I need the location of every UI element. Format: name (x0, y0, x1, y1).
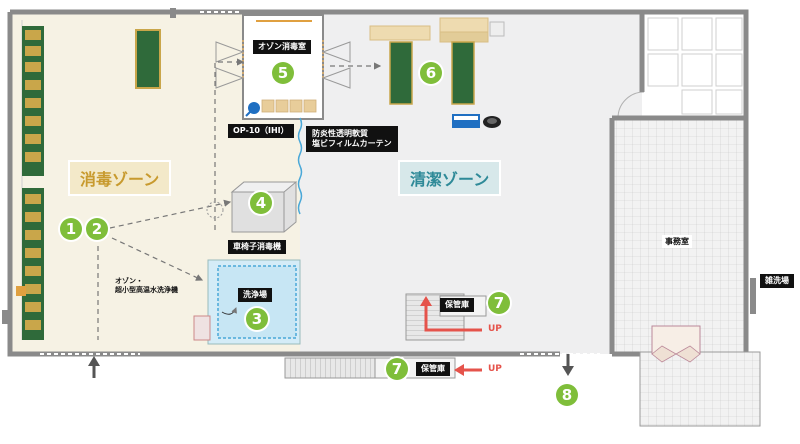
marker-7-lower: 7 (386, 358, 408, 380)
storage-lower-label: 保管庫 (416, 362, 450, 376)
curtain-label: 防炎性透明軟質 塩ビフィルムカーテン (306, 126, 398, 152)
ozone-washer-label: オゾン・ 超小型高温水洗浄機 (112, 276, 181, 296)
ozone-washer-label-line1: オゾン・ (115, 277, 143, 285)
clean-zone-shelves (369, 17, 505, 105)
lower-stairs (284, 357, 376, 379)
marker-1: 1 (60, 218, 82, 240)
marker-3: 3 (246, 308, 268, 330)
left-shelves (16, 26, 44, 340)
curtain-line (297, 117, 303, 215)
ozone-washer-device (193, 315, 211, 341)
disinfection-center-shelf (135, 29, 161, 89)
up-arrow-upper (424, 304, 482, 332)
marker-8: 8 (556, 384, 578, 406)
ozone-washer-label-line2: 超小型高温水洗浄機 (115, 286, 178, 294)
lower-right-annex (639, 351, 761, 427)
curtain-label-line1: 防炎性透明軟質 (312, 129, 368, 138)
upper-right-room (642, 12, 746, 118)
marker-7-upper: 7 (488, 292, 510, 314)
op10-device (248, 102, 260, 114)
marker-5: 5 (272, 62, 294, 84)
office-label: 事務室 (662, 235, 692, 248)
disinfection-zone-label: 消毒ゾーン (68, 160, 172, 196)
up-label-lower: UP (488, 364, 502, 374)
marker-6: 6 (420, 62, 442, 84)
op10-label: OP-10（IHI） (228, 124, 294, 138)
washing-area-label: 洗浄場 (238, 288, 272, 302)
storage-upper-label: 保管庫 (440, 298, 474, 312)
wheelchair-disinfector-label: 車椅子消毒機 (228, 240, 286, 254)
marker-4: 4 (250, 192, 272, 214)
misc-washing-label: 雑洗場 (760, 274, 794, 288)
ozone-room-label: オゾン消毒室 (253, 40, 311, 54)
up-label-upper: UP (488, 324, 502, 334)
curtain-label-line2: 塩ビフィルムカーテン (312, 139, 392, 148)
clean-zone-label: 清潔ゾーン (398, 160, 502, 196)
marker-2: 2 (86, 218, 108, 240)
